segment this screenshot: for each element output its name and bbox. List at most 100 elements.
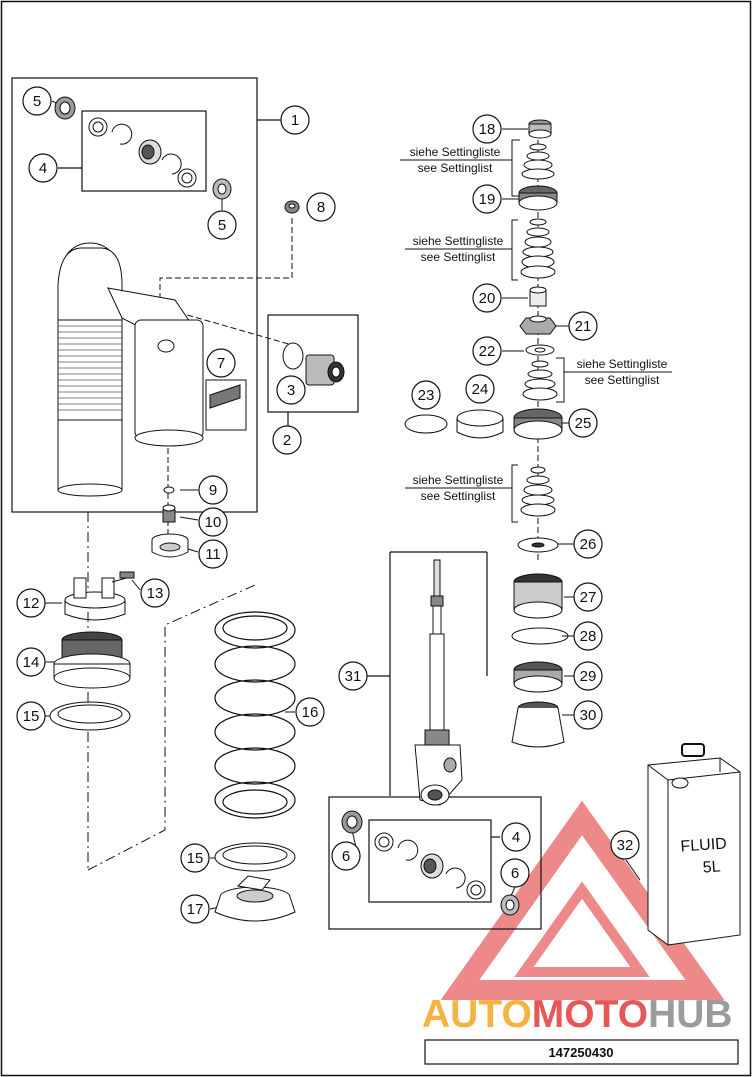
callout-number: 22 [479, 343, 496, 360]
diagram-id-box [424, 1039, 739, 1065]
fluid-can-label-2: 5L [702, 858, 721, 876]
callout-number: 3 [287, 382, 295, 399]
bracket-setting-2 [511, 219, 518, 281]
callout-c6a: 6 [331, 841, 361, 871]
spring-16 [214, 611, 296, 819]
callout-c16: 16 [295, 697, 325, 727]
callout-number: 4 [512, 829, 520, 846]
callout-circle [331, 841, 361, 871]
shock-assembly-box [11, 77, 258, 513]
clamp-ring-12 [64, 571, 135, 621]
callout-circle [568, 311, 598, 341]
callout-circle [338, 661, 368, 691]
callout-circle [465, 374, 495, 404]
callout-circle [22, 86, 52, 116]
callout-number: 15 [187, 850, 204, 867]
callout-number: 2 [283, 432, 291, 449]
leader-8 [159, 218, 293, 300]
callout-c3: 3 [276, 375, 306, 405]
callout-circle [500, 858, 530, 888]
callout-circle [610, 830, 640, 860]
callout-c17: 17 [180, 894, 210, 924]
callout-number: 24 [472, 381, 489, 398]
callout-c4b: 4 [501, 822, 531, 852]
callout-circle [276, 375, 306, 405]
bracket-setting-1 [511, 139, 520, 197]
callout-number: 25 [575, 415, 592, 432]
callout-number: 17 [187, 901, 204, 918]
callout-c24: 24 [465, 374, 495, 404]
callout-number: 27 [580, 589, 597, 606]
callout-c19: 19 [472, 184, 502, 214]
small-parts-9-11 [151, 486, 189, 558]
setting-2-de: siehe Settingliste [413, 234, 504, 248]
callout-circle [295, 697, 325, 727]
callout-c21: 21 [568, 311, 598, 341]
fluid-can-label-1: FLUID [680, 835, 727, 855]
callout-circle [198, 507, 228, 537]
valve-cap-8 [284, 200, 300, 214]
callout-circle [16, 588, 46, 618]
callout-number: 32 [617, 837, 634, 854]
piston-rod-31 [414, 559, 463, 806]
callout-c5a: 5 [22, 86, 52, 116]
setting-4-en: see Settinglist [421, 489, 496, 503]
callout-number: 5 [33, 93, 41, 110]
callout-number: 14 [23, 654, 40, 671]
spring-leader [87, 584, 256, 871]
callout-number: 6 [511, 865, 519, 882]
callout-c31: 31 [338, 661, 368, 691]
callout-circle [207, 210, 237, 240]
callout-c11: 11 [198, 539, 228, 569]
callout-c4a: 4 [28, 153, 58, 183]
reservoir-sticker [205, 379, 247, 431]
callout-layer: 1234455667891011121314151516171819202122… [16, 86, 640, 924]
watermark-text: AUTOMOTOHUB [422, 993, 733, 1036]
piston-rod-frame-left [367, 552, 391, 677]
callout-circle [272, 425, 302, 455]
callout-c23: 23 [411, 380, 441, 410]
callout-c15b: 15 [180, 843, 210, 873]
callout-circle [472, 114, 502, 144]
leader-10 [179, 516, 199, 521]
watermark-hub: HUB [648, 993, 733, 1036]
callout-circle [573, 661, 603, 691]
callout-number: 31 [345, 668, 362, 685]
callout-c18: 18 [472, 114, 502, 144]
callout-c15a: 15 [16, 701, 46, 731]
callout-number: 26 [580, 536, 597, 553]
callout-number: 15 [23, 708, 40, 725]
callout-circle [28, 153, 58, 183]
callout-circle [573, 621, 603, 651]
callout-c22: 22 [472, 336, 502, 366]
bearing-kit-box-bottom [368, 819, 492, 903]
reservoir-cap-box [267, 314, 359, 413]
callout-number: 5 [218, 217, 226, 234]
washer-15b [214, 842, 296, 872]
ring-23 [404, 414, 448, 434]
callout-c29: 29 [573, 661, 603, 691]
fluid-can-32 [647, 743, 741, 946]
setting-3-en: see Settinglist [585, 373, 660, 387]
callout-number: 10 [205, 514, 222, 531]
watermark-logo [440, 800, 725, 1000]
callout-c6b: 6 [500, 858, 530, 888]
callout-circle [16, 647, 46, 677]
callout-number: 13 [147, 585, 164, 602]
callout-circle [180, 894, 210, 924]
leader-32 [625, 859, 641, 881]
shock-body [57, 242, 204, 497]
callout-circle [573, 582, 603, 612]
watermark-auto: AUTO [422, 993, 532, 1036]
callout-circle [180, 843, 210, 873]
callout-c26: 26 [573, 529, 603, 559]
callout-number: 20 [479, 290, 496, 307]
valve-stack [511, 119, 569, 748]
callout-c27: 27 [573, 582, 603, 612]
watermark-moto: MOTO [532, 993, 648, 1036]
bracket-setting-3 [556, 357, 565, 403]
callout-circle [472, 184, 502, 214]
callout-number: 12 [23, 595, 40, 612]
callout-circle [198, 539, 228, 569]
